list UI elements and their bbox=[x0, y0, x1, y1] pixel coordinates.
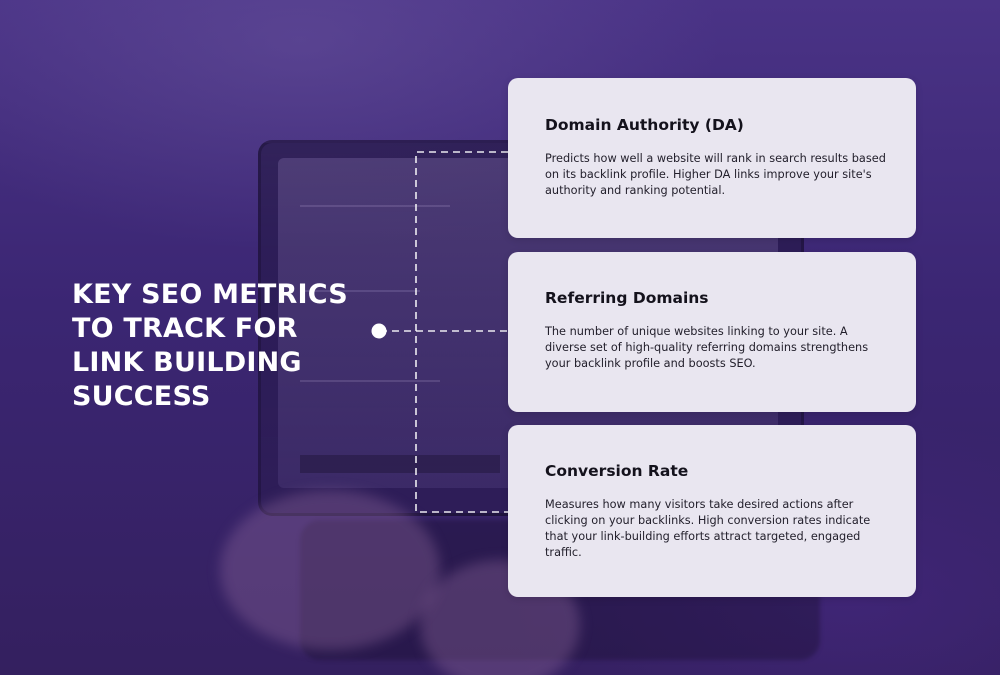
card-description: The number of unique websites linking to… bbox=[545, 325, 869, 370]
screen-detail bbox=[300, 380, 440, 382]
headline: Key SEO Metrics to Track for Link Buildi… bbox=[72, 279, 348, 412]
screen-detail bbox=[300, 205, 450, 207]
hand-left bbox=[220, 490, 440, 650]
screen-detail bbox=[300, 290, 420, 292]
card-title: Referring Domains bbox=[545, 289, 709, 307]
card-description: Measures how many visitors take desired … bbox=[545, 498, 871, 559]
metric-card-referring-domains: Referring Domains The number of unique w… bbox=[508, 252, 916, 412]
connector-dot bbox=[371, 323, 387, 339]
card-title: Conversion Rate bbox=[545, 462, 689, 480]
screen-detail bbox=[300, 455, 500, 473]
metric-card-domain-authority: Domain Authority (DA) Predicts how well … bbox=[508, 78, 916, 238]
card-description: Predicts how well a website will rank in… bbox=[545, 152, 886, 197]
card-title: Domain Authority (DA) bbox=[545, 116, 744, 134]
connector-bracket bbox=[415, 151, 508, 513]
metric-card-conversion-rate: Conversion Rate Measures how many visito… bbox=[508, 425, 916, 597]
